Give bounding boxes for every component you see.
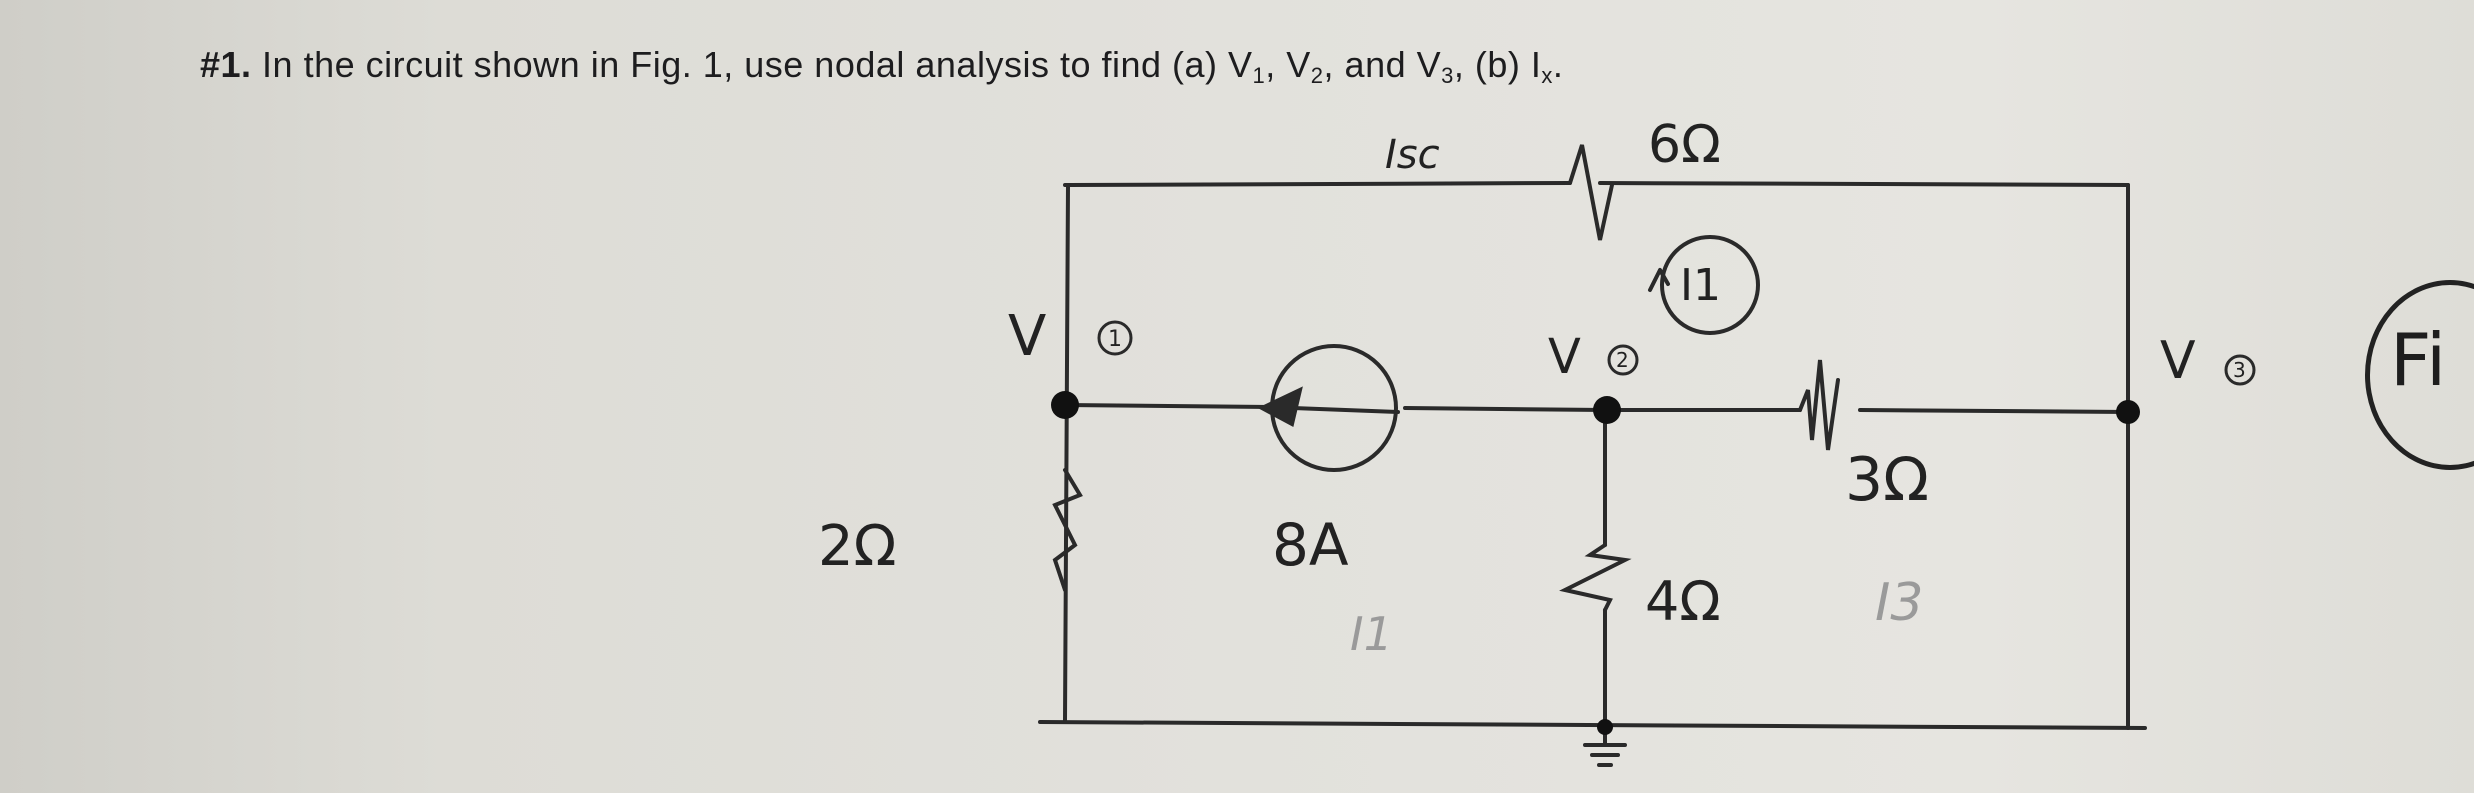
resistor-6ohm-symbol (1568, 144, 1614, 241)
resistor-3ohm-symbol (1798, 359, 1840, 451)
label-loop-i1-left: I1 (1350, 607, 1393, 661)
node-3-circle (2224, 354, 2256, 386)
resistor-2ohm-symbol (1052, 468, 1083, 592)
problem-number: #1. (200, 44, 252, 85)
loop-current-i1-circle (1660, 235, 1760, 335)
label-node-3-v: V (2160, 331, 2196, 391)
wire-middle-left (1063, 403, 1272, 409)
subscript-x: x (1541, 63, 1553, 88)
subscript-1: 1 (1252, 63, 1266, 88)
label-node-3-number: 3 (2233, 358, 2246, 382)
text-end: . (1552, 44, 1564, 85)
problem-statement: #1. In the circuit shown in Fig. 1, use … (200, 44, 1563, 89)
loop-current-i1-arrow (1648, 268, 1670, 292)
label-6ohm: 6Ω (1648, 115, 1721, 175)
label-loop-i3: I3 (1875, 573, 1923, 633)
label-2ohm: 2Ω (818, 514, 896, 579)
label-node-2-v: V (1548, 329, 1581, 385)
label-isc: Isc (1385, 132, 1440, 178)
wire-left-vertical (1063, 183, 1070, 722)
subscript-3: 3 (1441, 63, 1454, 88)
node-2-dot (1593, 396, 1621, 424)
wire-top-left (1063, 181, 1572, 187)
ground-dot (1597, 719, 1613, 735)
node-2-circle (1607, 344, 1639, 376)
label-node-1-number: 1 (1108, 327, 1122, 352)
ground-symbol (1583, 726, 1627, 767)
label-node-1-v: V (1008, 304, 1046, 369)
wire-bottom (1038, 720, 2147, 730)
label-3ohm: 3Ω (1845, 445, 1929, 515)
node-3-dot (2116, 400, 2140, 424)
figure-label: Fi (2390, 318, 2447, 402)
separator-3: , (b) I (1453, 44, 1542, 85)
label-8a: 8A (1272, 511, 1349, 579)
problem-text: In the circuit shown in Fig. 1, use noda… (251, 44, 1253, 85)
node-1-dot (1051, 391, 1079, 419)
separator-1: , V (1265, 44, 1311, 85)
separator-2: , and V (1323, 44, 1442, 85)
resistor-4ohm-symbol (1559, 543, 1632, 612)
subscript-2: 2 (1310, 63, 1324, 88)
label-4ohm: 4Ω (1645, 570, 1721, 633)
label-node-2-number: 2 (1616, 348, 1629, 372)
node-1-circle (1097, 320, 1133, 356)
label-loop-i1-top: I1 (1680, 260, 1721, 311)
wire-top-right (1598, 181, 2130, 187)
wire-middle-right-b (1858, 408, 2130, 414)
wire-middle-center (1403, 406, 1607, 412)
current-source-arrowhead (1257, 386, 1303, 427)
